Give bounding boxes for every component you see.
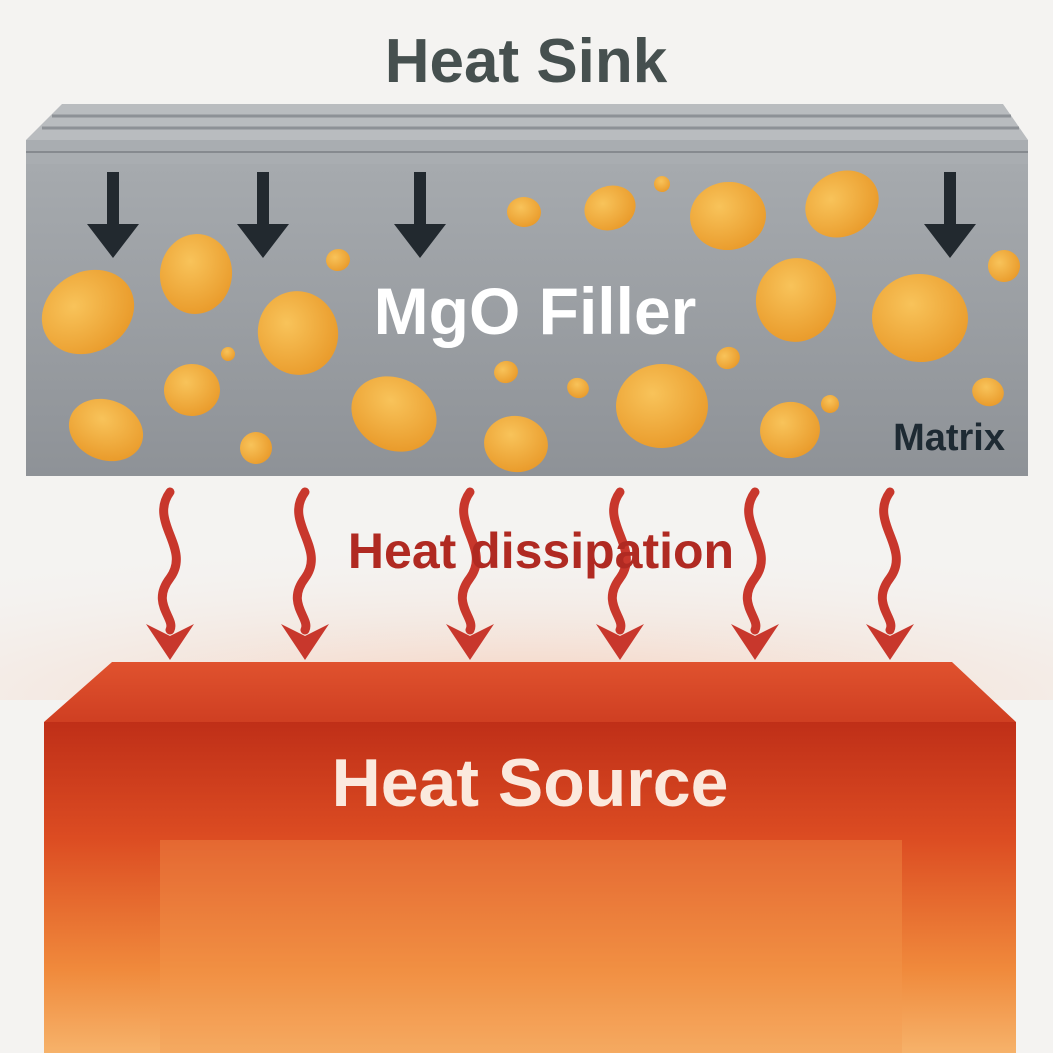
wavy-heat-arrow-icon (281, 487, 329, 660)
mgo-particle-icon (494, 360, 518, 384)
wavy-heat-arrow-icon (731, 487, 779, 660)
mgo-particle-icon (567, 377, 589, 399)
mgo-particle-icon (326, 248, 350, 272)
heat-dissipation-label: Heat dissipation (348, 523, 734, 579)
mgo-particle-icon (221, 347, 235, 361)
mgo-particle-icon (507, 196, 541, 228)
mgo-particle-icon (584, 185, 636, 231)
down-arrow-icon (87, 172, 139, 258)
mgo-particle-icon (716, 346, 740, 370)
mgo-particle-icon (240, 432, 272, 464)
down-arrow-icon (237, 172, 289, 258)
heat-source-inner (160, 840, 902, 1053)
heat-source-top (44, 662, 1016, 722)
matrix-label: Matrix (893, 417, 1005, 459)
heat-sink-top (26, 104, 1028, 164)
down-arrow-icon (924, 172, 976, 258)
heat-arrows (146, 487, 914, 660)
mgo-particle-icon (988, 250, 1020, 282)
mgo-particle-icon (159, 234, 233, 314)
wavy-heat-arrow-icon (596, 487, 644, 660)
mgo-particle-icon (164, 363, 220, 417)
mgo-particle-icon (805, 170, 879, 238)
mgo-particle-icon (760, 401, 820, 459)
mgo-particle-icon (755, 258, 837, 342)
heat-source-label: Heat Source (332, 745, 729, 821)
mgo-particle-icon (821, 395, 839, 413)
mgo-particle-icon (972, 377, 1004, 407)
mgo-particle-icon (654, 176, 670, 192)
mgo-filler-label: MgO Filler (374, 274, 697, 348)
mgo-particle-icon (68, 398, 144, 462)
wavy-heat-arrow-icon (146, 487, 194, 660)
mgo-particle-icon (690, 181, 766, 251)
wavy-heat-arrow-icon (866, 487, 914, 660)
mgo-particle-icon (616, 363, 708, 449)
heat-sink-title: Heat Sink (385, 27, 668, 96)
wavy-heat-arrow-icon (446, 487, 494, 660)
down-arrow-icon (394, 172, 446, 258)
heat-source-body (44, 722, 1016, 1053)
mgo-particle-icon (257, 291, 339, 375)
mgo-particle-icon (872, 273, 968, 363)
heat-source-block (44, 662, 1016, 1053)
mgo-particle-icon (484, 415, 548, 473)
down-arrows (87, 172, 976, 258)
mgo-filler-particles (41, 170, 1020, 473)
mgo-particle-icon (351, 376, 437, 452)
mgo-particle-icon (41, 269, 135, 355)
